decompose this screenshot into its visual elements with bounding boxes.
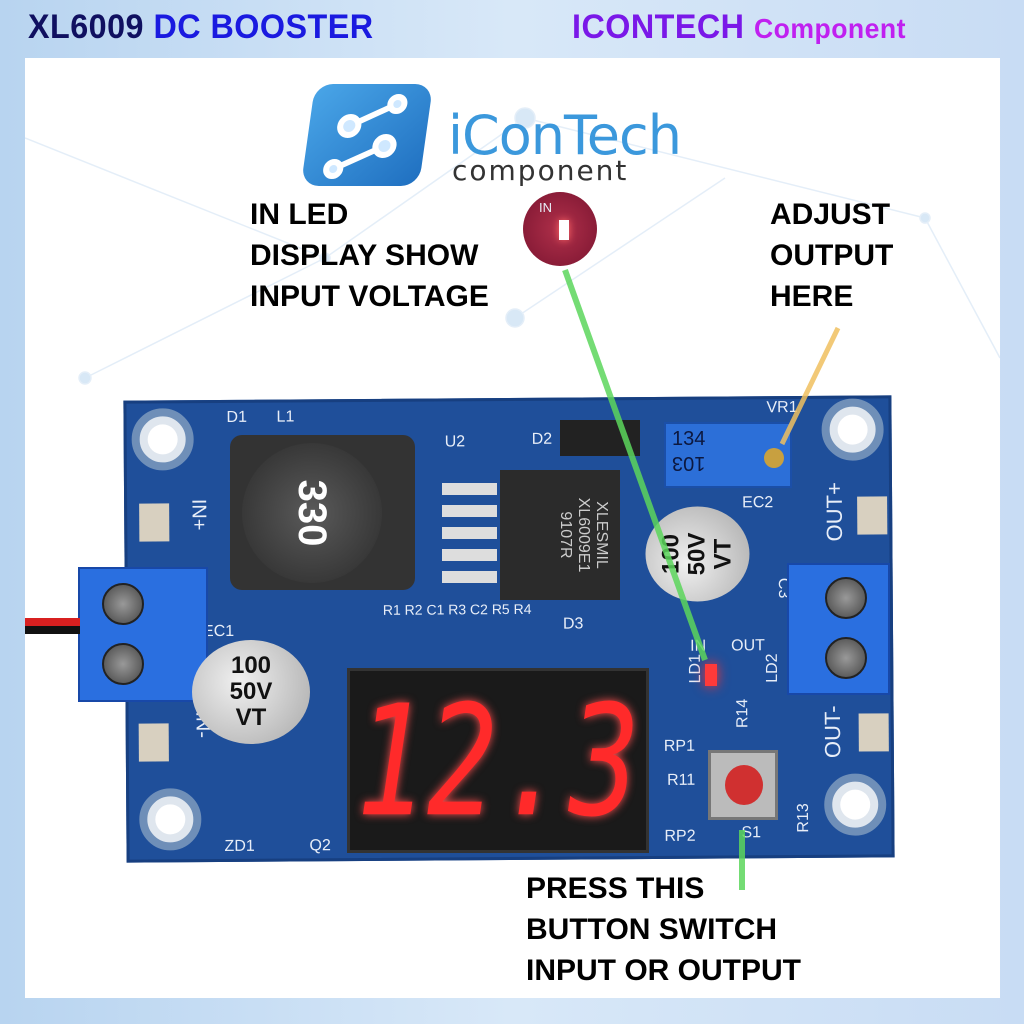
silk-d2: D2 xyxy=(531,430,553,448)
silk-out: OUT xyxy=(731,637,765,655)
capacitor-ec1: 100 50V VT xyxy=(192,640,310,744)
annotation-button: PRESS THIS BUTTON SWITCH INPUT OR OUTPUT xyxy=(526,868,801,991)
silk-out-plus: OUT+ xyxy=(821,481,848,542)
switch-button[interactable] xyxy=(708,750,778,820)
output-terminal xyxy=(787,563,890,695)
adjust-potentiometer[interactable]: 134 103 xyxy=(664,422,792,488)
annotation-in-led: IN LED DISPLAY SHOW INPUT VOLTAGE xyxy=(250,194,489,317)
brand-suffix: Component xyxy=(753,13,906,44)
silk-rp2: RP2 xyxy=(664,827,696,845)
annotation-adjust: ADJUST OUTPUT HERE xyxy=(770,194,893,317)
diode-d2 xyxy=(560,420,640,456)
screw-icon xyxy=(102,583,144,625)
voltage-display: 12.3 xyxy=(347,668,649,853)
annotation-line: INPUT OR OUTPUT xyxy=(526,954,801,987)
capacitor-ec2: 100 50V VT xyxy=(645,506,750,602)
inductor-value: 330 xyxy=(242,443,382,583)
silk-d1: D1 xyxy=(226,408,248,426)
screw-icon xyxy=(825,637,867,679)
inductor: 330 xyxy=(230,435,415,590)
adjust-screw-icon[interactable] xyxy=(764,448,784,468)
cap-text: 50V xyxy=(683,532,711,576)
silk-l1: L1 xyxy=(276,408,295,426)
chip-pins xyxy=(442,483,497,583)
cap-text: 50V xyxy=(229,678,273,705)
page-title: XL6009 DC BOOSTER xyxy=(28,8,374,47)
solder-pad xyxy=(858,713,889,752)
silk-vr1: VR1 xyxy=(766,398,798,417)
display-value: 12.3 xyxy=(355,670,641,851)
solder-pad xyxy=(139,503,170,542)
led-closeup: IN xyxy=(523,192,597,266)
screw-icon xyxy=(102,643,144,685)
annotation-line: IN LED xyxy=(250,198,349,231)
cap-text: VT xyxy=(235,704,267,731)
in-led xyxy=(705,664,717,686)
pot-text: 103 xyxy=(672,452,706,474)
logo-icon xyxy=(300,84,434,186)
mount-hole xyxy=(821,398,884,461)
silk-ld1: LD1 xyxy=(686,653,705,684)
annotation-line: INPUT VOLTAGE xyxy=(250,280,489,313)
title-model: XL6009 xyxy=(28,8,144,46)
title-product: DC BOOSTER xyxy=(153,8,374,46)
silk-ld2: LD2 xyxy=(763,653,782,683)
input-terminal xyxy=(78,567,208,702)
led-icon xyxy=(559,220,569,240)
brand-name: ICONTECH xyxy=(572,8,745,46)
silk-r13: R13 xyxy=(794,803,813,833)
annotation-line: OUTPUT xyxy=(770,239,894,272)
cap-text: 100 xyxy=(230,652,272,679)
screw-icon xyxy=(825,577,867,619)
silk-q2: Q2 xyxy=(309,837,331,855)
cap-text: 100 xyxy=(657,533,685,575)
annotation-line: DISPLAY SHOW xyxy=(250,239,479,272)
silk-rp1: RP1 xyxy=(663,737,696,755)
brand-title: ICONTECH Component xyxy=(572,8,906,47)
annotation-line: BUTTON SWITCH xyxy=(526,913,778,946)
silk-r11: R11 xyxy=(667,771,696,789)
silk-zd1: ZD1 xyxy=(224,837,255,855)
mount-hole xyxy=(139,788,202,851)
solder-pad xyxy=(857,496,888,535)
mount-hole xyxy=(824,773,887,836)
annotation-line: HERE xyxy=(770,280,854,313)
silk-resistors: R1 R2 C1 R3 C2 R5 R4 xyxy=(382,600,532,618)
input-wires xyxy=(25,618,80,634)
silk-ec2: EC2 xyxy=(742,494,774,512)
logo-tagline: component xyxy=(452,154,629,187)
annotation-line: PRESS THIS xyxy=(526,872,705,905)
mount-hole xyxy=(131,408,194,471)
xl6009-chip: XLESMIL XL6009E1 9107R xyxy=(500,470,620,600)
network-background xyxy=(25,107,1000,385)
solder-pad xyxy=(138,723,169,762)
silk-r14: R14 xyxy=(734,698,752,729)
silk-u2: U2 xyxy=(444,433,466,451)
silk-in-plus: IN+ xyxy=(187,498,210,531)
pot-text: 134 xyxy=(672,428,706,450)
logo-text: iConTech xyxy=(448,104,682,167)
silk-d3: D3 xyxy=(562,615,584,633)
cap-text: VT xyxy=(709,538,737,570)
annotation-line: ADJUST xyxy=(770,198,891,231)
silk-in: IN xyxy=(539,200,552,215)
silk-s1: S1 xyxy=(741,824,762,842)
silk-out-minus: OUT- xyxy=(819,705,846,759)
